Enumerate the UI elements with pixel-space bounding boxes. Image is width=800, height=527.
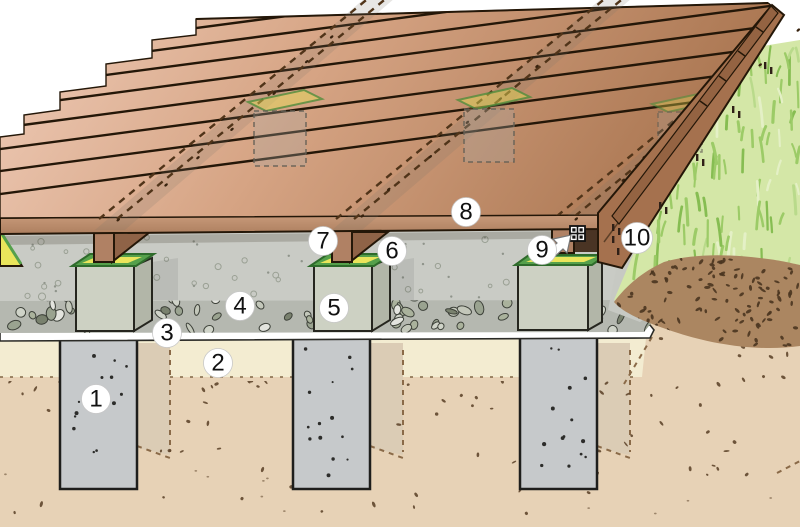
callout-3: 3 xyxy=(152,318,182,348)
concrete-pier-3 xyxy=(518,334,599,491)
rim-fascia xyxy=(597,3,786,270)
callout-6: 6 xyxy=(377,236,407,266)
callout-7: 7 xyxy=(308,226,338,256)
topsoil-speckles xyxy=(614,256,800,348)
svg-text:2: 2 xyxy=(211,350,224,377)
svg-text:8: 8 xyxy=(459,199,472,226)
board-end-strip xyxy=(611,5,779,225)
svg-text:10: 10 xyxy=(624,225,651,252)
ghost-pier-block-2 xyxy=(455,86,533,163)
deck-shadow-on-pad xyxy=(0,231,604,245)
pier-block xyxy=(517,264,589,331)
pier-block xyxy=(75,265,135,332)
concrete-pier-2 xyxy=(291,334,372,491)
callout-4: 4 xyxy=(225,291,255,321)
callout-10: 10 xyxy=(621,222,653,254)
pier-speckles xyxy=(72,347,588,478)
pier-block-side xyxy=(587,256,603,332)
svg-text:7: 7 xyxy=(316,228,329,255)
excavation-ghost-right xyxy=(596,336,653,459)
excavation-ghost-left xyxy=(136,343,171,459)
board-end-ticks xyxy=(699,26,764,107)
callout-2: 2 xyxy=(203,348,233,378)
svg-text:1: 1 xyxy=(89,386,102,413)
ghost-pier-block-1 xyxy=(245,88,325,167)
callout-5: 5 xyxy=(319,293,349,323)
deck-back-edge xyxy=(195,2,769,20)
svg-text:6: 6 xyxy=(385,238,398,265)
fascia-screw-dashes xyxy=(612,62,773,255)
svg-text:3: 3 xyxy=(160,320,173,347)
svg-text:9: 9 xyxy=(535,237,548,264)
svg-text:5: 5 xyxy=(327,295,340,322)
excavation-ghost-middle xyxy=(369,343,404,459)
callout-8: 8 xyxy=(451,197,481,227)
hidden-joist-1 xyxy=(95,0,393,230)
pier-block-side xyxy=(133,256,153,333)
excavation-dash-corner xyxy=(776,460,800,474)
callout-9: 9 xyxy=(527,235,557,265)
callout-1: 1 xyxy=(81,384,111,414)
hidden-joist-2 xyxy=(332,0,630,230)
fastener-icon xyxy=(569,225,586,242)
pier-block-side xyxy=(371,256,391,333)
svg-text:4: 4 xyxy=(233,293,246,320)
edge-shim-wedge xyxy=(0,228,24,267)
grass-area xyxy=(614,40,800,306)
